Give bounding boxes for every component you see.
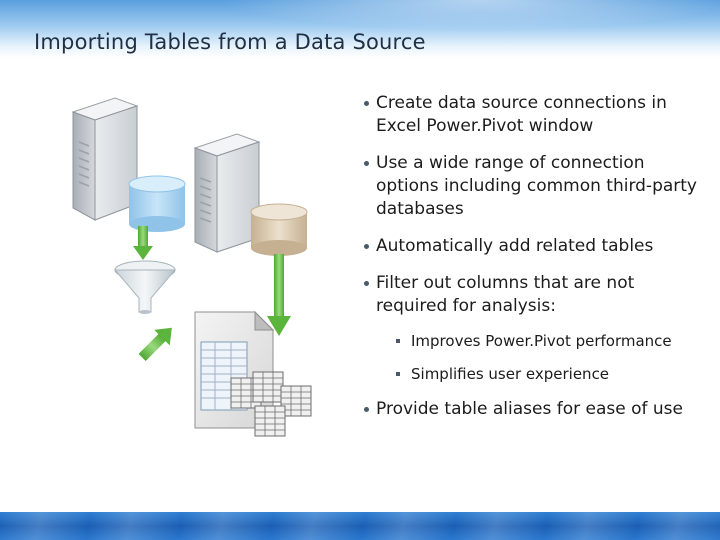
bullet-dot-icon <box>364 101 369 106</box>
database-tan-icon <box>250 203 308 256</box>
footer-bar <box>0 512 720 540</box>
database-blue-icon <box>128 175 186 232</box>
data-import-illustration <box>71 97 312 437</box>
bullet-item: Create data source connections in Excel … <box>363 92 708 138</box>
title-bar <box>0 0 720 58</box>
sub-bullet-text: Simplifies user experience <box>411 365 610 383</box>
sub-bullet-text: Improves Power.Pivot performance <box>411 332 672 350</box>
bullet-text: Filter out columns that are not required… <box>376 273 635 316</box>
sub-bullet-list: Improves Power.Pivot performance Simplif… <box>376 332 708 384</box>
bullet-dot-icon <box>364 281 369 286</box>
slide-title: Importing Tables from a Data Source <box>34 30 426 54</box>
small-table-4-icon <box>254 405 286 437</box>
sub-bullet-item: Simplifies user experience <box>376 365 708 384</box>
bullet-item: Use a wide range of connection options i… <box>363 152 708 221</box>
arrow-down-left-icon <box>133 226 153 260</box>
sub-bullet-square-icon <box>396 372 400 376</box>
small-table-3-icon <box>280 385 312 417</box>
bullet-text: Create data source connections in Excel … <box>376 93 667 136</box>
bullet-dot-icon <box>364 407 369 412</box>
bullet-dot-icon <box>364 244 369 249</box>
server-2-icon <box>193 133 261 253</box>
bullet-text: Automatically add related tables <box>376 236 654 256</box>
bullet-item: Filter out columns that are not required… <box>363 272 708 384</box>
small-table-2-icon <box>252 371 284 403</box>
title-bar-highlight <box>220 0 720 30</box>
sub-bullet-item: Improves Power.Pivot performance <box>376 332 708 351</box>
bullet-dot-icon <box>364 161 369 166</box>
funnel-filter-icon <box>113 260 177 314</box>
server-1-icon <box>71 97 139 221</box>
footer-bar-shine <box>0 512 720 540</box>
table-documents-icon <box>194 310 312 437</box>
bullet-item: Automatically add related tables <box>363 235 708 258</box>
bullet-list: Create data source connections in Excel … <box>363 92 708 435</box>
arrow-down-right-icon <box>267 254 291 336</box>
bullet-item: Provide table aliases for ease of use <box>363 398 708 421</box>
arrow-diagonal-icon <box>138 327 172 361</box>
bullet-text: Provide table aliases for ease of use <box>376 399 683 419</box>
sub-bullet-square-icon <box>396 339 400 343</box>
bullet-text: Use a wide range of connection options i… <box>376 153 697 219</box>
